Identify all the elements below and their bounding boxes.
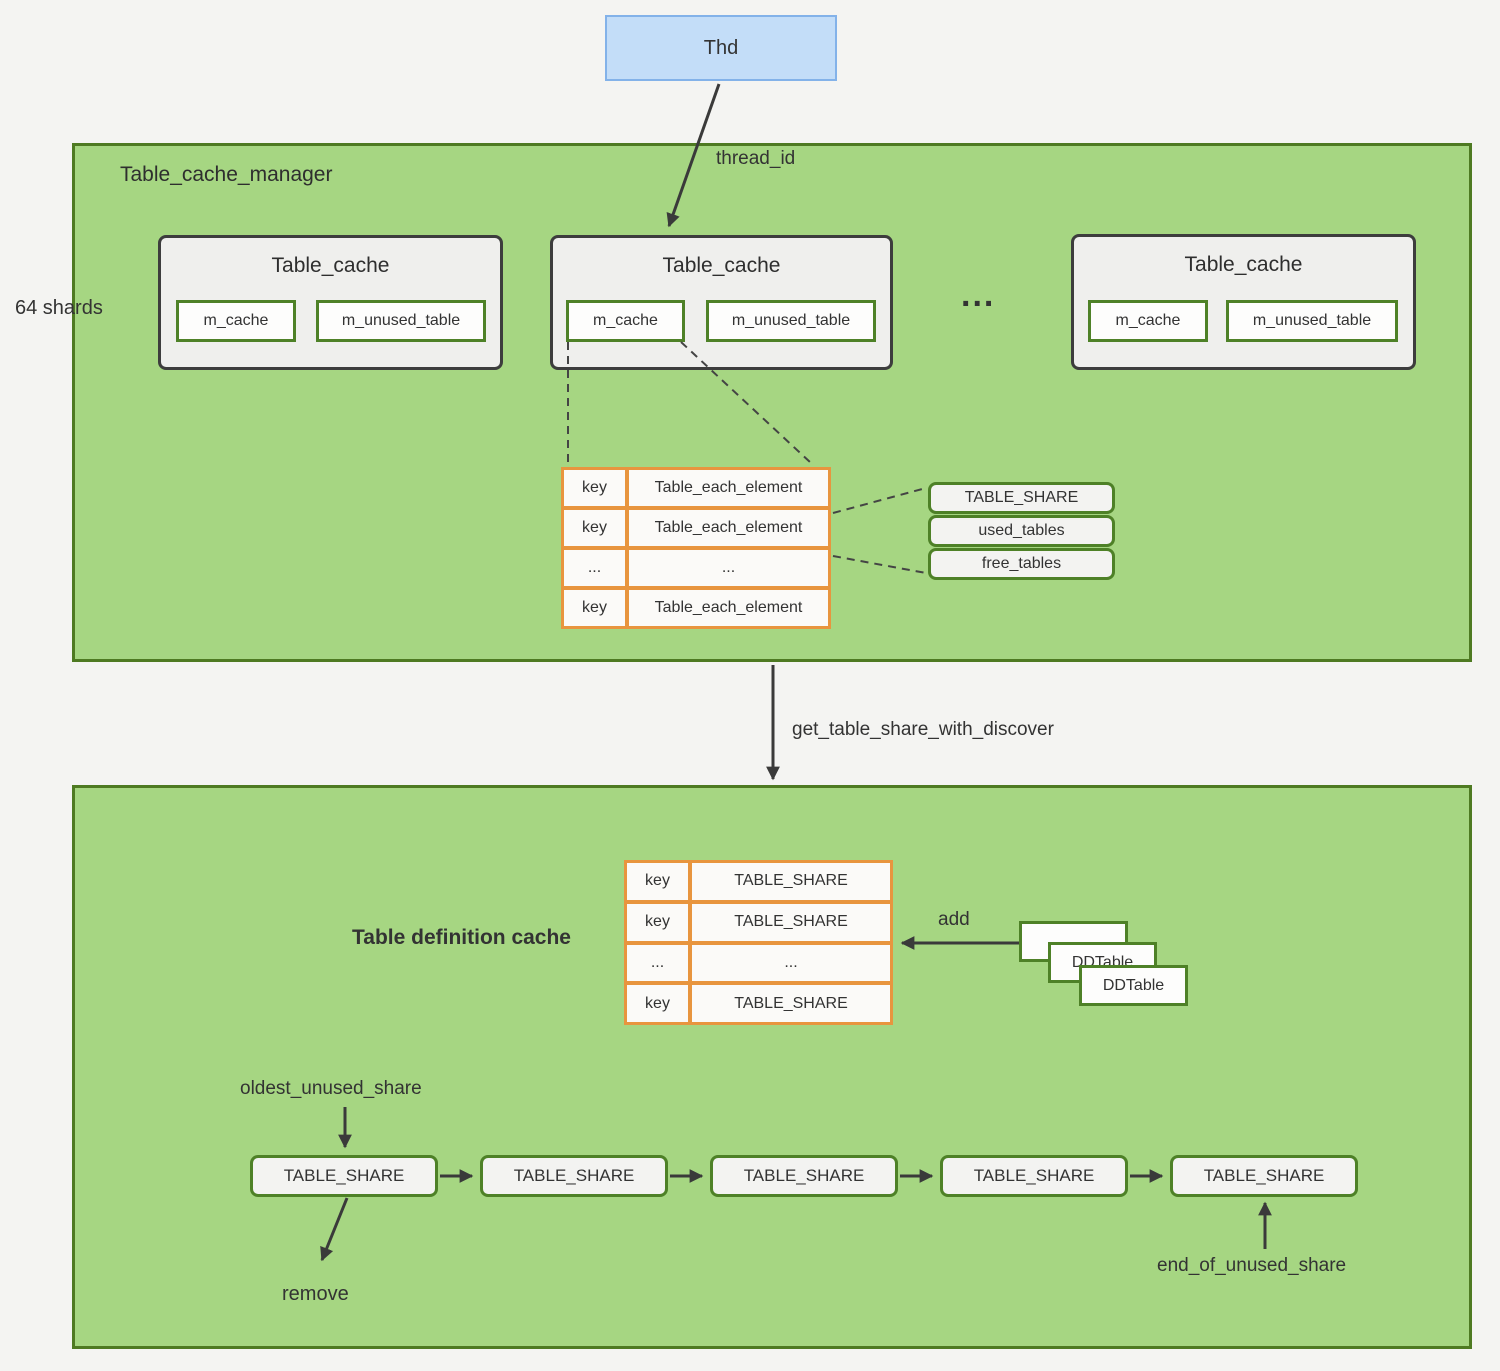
hash-cell-value: TABLE_SHARE bbox=[692, 985, 890, 1022]
end-of-unused-share-label: end_of_unused_share bbox=[1157, 1255, 1347, 1276]
oldest-unused-share-label: oldest_unused_share bbox=[240, 1078, 422, 1099]
get-table-share-label: get_table_share_with_discover bbox=[792, 719, 1054, 740]
hash-cell-value: Table_each_element bbox=[629, 590, 828, 626]
hash-cell-value: Table_each_element bbox=[629, 510, 828, 546]
ddtable-label: DDTable bbox=[1102, 976, 1165, 994]
hash-cell-key: key bbox=[564, 510, 625, 546]
hash-cell-value: TABLE_SHARE bbox=[692, 903, 890, 941]
hash-cell-key: key bbox=[564, 590, 625, 626]
hash-cell-key: key bbox=[627, 863, 688, 900]
table-cache-title: Table_cache bbox=[662, 254, 781, 277]
table-share-node: TABLE_SHARE bbox=[928, 482, 1115, 514]
free-tables-node: free_tables bbox=[928, 548, 1115, 580]
table-cache-card-2: Table_cache m_cache m_unused_table bbox=[550, 235, 893, 370]
hash-cell-key: key bbox=[627, 985, 688, 1022]
definition-hash-table: key TABLE_SHARE key TABLE_SHARE ... ... … bbox=[624, 860, 893, 1025]
shards-label: 64 shards bbox=[15, 297, 103, 319]
m-cache-box: m_cache bbox=[566, 300, 685, 342]
m-unused-table-box: m_unused_table bbox=[1226, 300, 1398, 342]
hash-cell-key: ... bbox=[627, 944, 688, 982]
hash-cell-value: ... bbox=[629, 550, 828, 586]
caches-ellipsis: ... bbox=[961, 276, 996, 314]
add-label: add bbox=[938, 909, 970, 930]
hash-cell-value: ... bbox=[692, 944, 890, 982]
hash-cell-key: ... bbox=[564, 550, 625, 586]
used-tables-node: used_tables bbox=[928, 515, 1115, 547]
m-cache-box: m_cache bbox=[1088, 300, 1208, 342]
thd-node: Thd bbox=[605, 15, 837, 81]
lru-table-share-2: TABLE_SHARE bbox=[480, 1155, 668, 1197]
table-cache-title: Table_cache bbox=[271, 254, 390, 277]
m-cache-box: m_cache bbox=[176, 300, 296, 342]
m-unused-table-box: m_unused_table bbox=[706, 300, 876, 342]
manager-title: Table_cache_manager bbox=[120, 163, 333, 186]
table-cache-card-1: Table_cache m_cache m_unused_table bbox=[158, 235, 503, 370]
ddtable-box-3: DDTable bbox=[1079, 965, 1188, 1006]
lru-table-share-5: TABLE_SHARE bbox=[1170, 1155, 1358, 1197]
remove-label: remove bbox=[282, 1283, 349, 1305]
definition-cache-title: Table definition cache bbox=[352, 926, 571, 949]
lru-table-share-4: TABLE_SHARE bbox=[940, 1155, 1128, 1197]
manager-hash-table: key Table_each_element key Table_each_el… bbox=[561, 467, 831, 629]
hash-cell-key: key bbox=[564, 470, 625, 506]
thread-id-label: thread_id bbox=[716, 148, 796, 169]
lru-table-share-1: TABLE_SHARE bbox=[250, 1155, 438, 1197]
hash-cell-key: key bbox=[627, 903, 688, 941]
m-unused-table-box: m_unused_table bbox=[316, 300, 486, 342]
table-cache-title: Table_cache bbox=[1184, 253, 1303, 276]
table-cache-card-3: Table_cache m_cache m_unused_table bbox=[1071, 234, 1416, 370]
hash-cell-value: Table_each_element bbox=[629, 470, 828, 506]
lru-table-share-3: TABLE_SHARE bbox=[710, 1155, 898, 1197]
thd-label: Thd bbox=[703, 36, 739, 59]
table-share-stack: TABLE_SHARE used_tables free_tables bbox=[928, 482, 1115, 581]
hash-cell-value: TABLE_SHARE bbox=[692, 863, 890, 900]
